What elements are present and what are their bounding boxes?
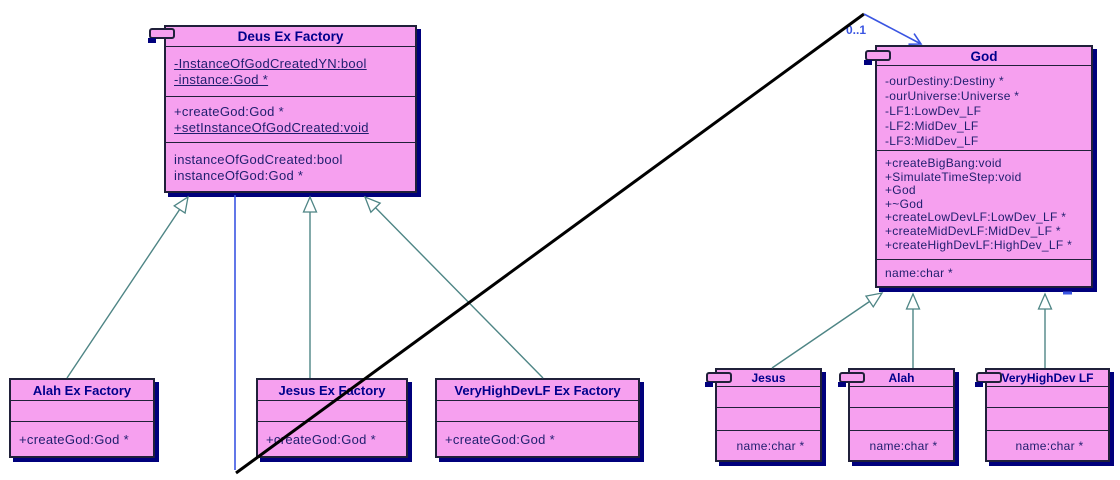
attribute: -ourDestiny:Destiny * [885,74,1005,88]
class-icon [864,50,891,65]
properties-compartment: name:char * [987,431,1108,460]
attributes-compartment [987,387,1108,408]
method: +~God [885,196,924,211]
class-title: Alah [850,370,953,387]
class-box-deus-ex-factory[interactable]: Deus Ex Factory -InstanceOfGodCreatedYN:… [148,25,417,193]
methods-compartment [987,408,1108,431]
generalization-alah-factory-to-deus[interactable] [66,195,189,379]
class-box-veryhighdev-lf[interactable]: VeryHighDev LF name:char * [975,368,1110,462]
class-icon [148,28,175,43]
methods-compartment: +createGod:God * [437,422,638,456]
class-title: Jesus [717,370,820,387]
method: +createMidDevLF:MidDev_LF * [885,223,1061,238]
property: name:char * [1015,439,1084,453]
method: +createLowDevLF:LowDev_LF * [885,210,1067,225]
generalization-veryhighdevlf-factory-to-deus[interactable] [363,195,544,379]
properties-compartment: name:char * [877,260,1091,286]
attributes-compartment [258,401,406,422]
association-arrow-to-god[interactable] [863,13,923,45]
class-icon [838,372,865,387]
property: name:char * [869,439,938,453]
method: +setInstanceOfGodCreated:void [174,120,369,135]
attribute: -instance:God * [174,72,269,87]
methods-compartment: +createGod:God * [258,422,406,456]
method: +createBigBang:void [885,156,1002,170]
method: +God [885,183,916,198]
attributes-compartment [717,387,820,408]
class-box-jesus-ex-factory[interactable]: Jesus Ex Factory +createGod:God * [256,378,408,458]
class-title: VeryHighDevLF Ex Factory [437,380,638,401]
attribute: -ourUniverse:Universe * [885,89,1020,103]
property: name:char * [885,266,953,280]
class-box-god[interactable]: God -ourDestiny:Destiny * -ourUniverse:U… [864,45,1093,288]
method: +SimulateTimeStep:void [885,169,1022,184]
attributes-compartment [11,401,153,422]
class-icon [705,372,732,387]
attributes-compartment [850,387,953,408]
multiplicity-label: 0..1 [846,23,867,37]
generalization-jesus-to-god[interactable] [771,292,884,369]
attribute: -LF2:MidDev_LF [885,119,979,133]
methods-compartment [717,408,820,431]
attributes-compartment [437,401,638,422]
properties-compartment: name:char * [717,431,820,460]
method: +createGod:God * [445,432,555,447]
property: name:char * [736,439,805,453]
attribute: -InstanceOfGodCreatedYN:bool [174,56,367,71]
class-title: Jesus Ex Factory [258,380,406,401]
properties-compartment: instanceOfGodCreated:bool instanceOfGod:… [166,143,415,191]
methods-compartment: +createGod:God * [11,422,153,456]
class-title: Deus Ex Factory [166,27,415,47]
class-icon [975,372,1002,387]
property: instanceOfGodCreated:bool [174,152,343,167]
class-title: God [877,47,1091,66]
class-title: Alah Ex Factory [11,380,153,401]
class-box-alah[interactable]: Alah name:char * [838,368,955,462]
property: instanceOfGod:God * [174,168,304,183]
class-box-veryhighdevlf-ex-factory[interactable]: VeryHighDevLF Ex Factory +createGod:God … [435,378,640,458]
class-box-alah-ex-factory[interactable]: Alah Ex Factory +createGod:God * [9,378,155,458]
properties-compartment: name:char * [850,431,953,460]
class-title: VeryHighDev LF [987,370,1108,387]
attributes-compartment: -ourDestiny:Destiny * -ourUniverse:Unive… [877,66,1091,151]
attribute: -LF3:MidDev_LF [885,134,979,148]
method: +createGod:God * [174,104,284,119]
method: +createHighDevLF:HighDev_LF * [885,237,1073,252]
method: +createGod:God * [19,432,129,447]
method: +createGod:God * [266,432,376,447]
class-box-jesus[interactable]: Jesus name:char * [705,368,822,462]
attributes-compartment: -InstanceOfGodCreatedYN:bool -instance:G… [166,47,415,97]
methods-compartment [850,408,953,431]
attribute: -LF1:LowDev_LF [885,104,982,118]
methods-compartment: +createGod:God * +setInstanceOfGodCreate… [166,97,415,143]
methods-compartment: +createBigBang:void +SimulateTimeStep:vo… [877,151,1091,260]
